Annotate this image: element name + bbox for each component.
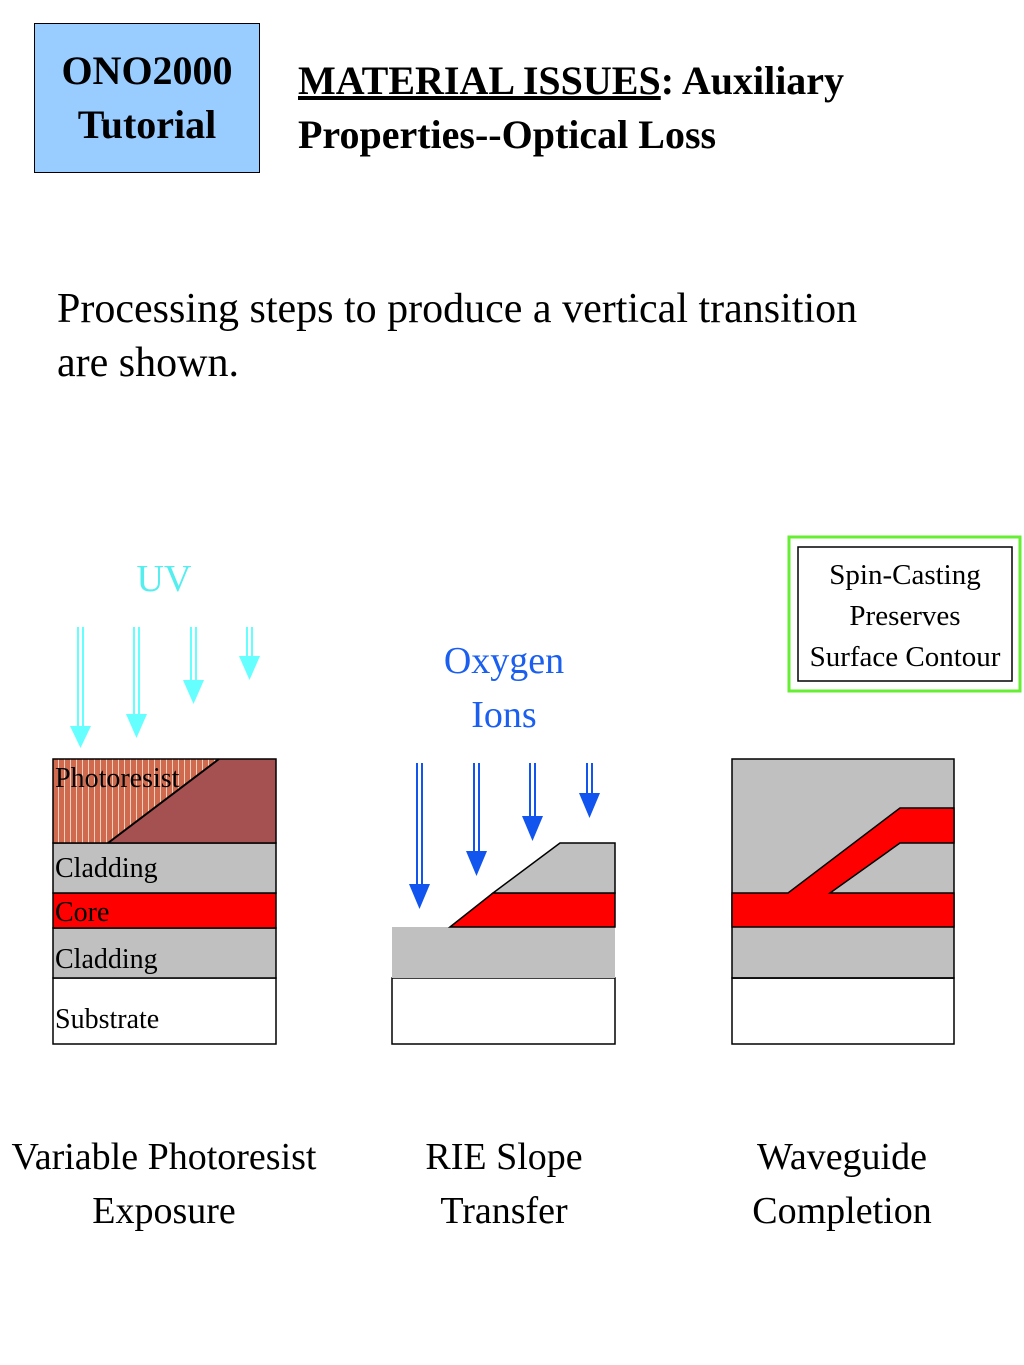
body-line-1: Processing steps to produce a vertical t…: [57, 286, 858, 332]
uv-arrow-3: [183, 627, 204, 704]
photoresist-outline: [52, 758, 277, 844]
oxygen-label: Oxygen: [444, 640, 564, 682]
note-line-1: Spin-Casting: [829, 559, 980, 591]
step1-uv-arrows: [70, 627, 260, 748]
uv-label: UV: [137, 558, 192, 600]
step3-substrate: [731, 977, 955, 1045]
cladding-top-label: Cladding: [55, 853, 158, 884]
uv-arrow-4: [239, 627, 260, 680]
step2-sloped-cladding: [490, 842, 616, 894]
title-underlined: MATERIAL ISSUES: [298, 58, 661, 103]
step2-sloped-core: [447, 892, 616, 928]
step2-stack: [391, 842, 616, 1045]
step1-caption-line-2: Exposure: [92, 1190, 236, 1232]
ion-arrow-3: [522, 763, 543, 841]
photoresist-exposed-region: [53, 759, 219, 843]
step3-caption-line-2: Completion: [752, 1190, 932, 1232]
note-line-2: Preserves: [849, 600, 960, 632]
ion-arrow-2: [466, 763, 487, 876]
uv-arrow-1: [70, 627, 91, 748]
note-inner-border: [797, 546, 1013, 682]
spin-casting-note: [787, 535, 1022, 693]
body-line-2: are shown.: [57, 340, 239, 386]
step2-caption: RIE Slope Transfer: [384, 1130, 624, 1238]
uv-arrow-2: [126, 627, 147, 738]
step3-caption: Waveguide Completion: [722, 1130, 962, 1238]
step1-caption-line-1: Variable Photoresist: [11, 1136, 317, 1178]
tutorial-badge: ONO2000 Tutorial: [34, 23, 260, 173]
cladding-top-layer: [52, 842, 277, 894]
step3-core-transition: [731, 807, 955, 928]
title-line-2: Properties--Optical Loss: [298, 112, 717, 157]
step2-caption-line-1: RIE Slope: [425, 1136, 583, 1178]
cladding-bottom-layer: [52, 927, 277, 979]
step2-caption-line-2: Transfer: [440, 1190, 568, 1232]
cladding-bottom-label: Cladding: [55, 944, 158, 975]
step1-caption: Variable Photoresist Exposure: [4, 1130, 324, 1238]
badge-line-1: ONO2000: [61, 48, 233, 93]
step3-stack: [731, 758, 955, 1045]
substrate-layer: [52, 977, 277, 1045]
step2-ion-arrows: [409, 763, 600, 909]
step2-substrate: [391, 977, 616, 1045]
exposure-boundary: [107, 758, 220, 844]
badge-line-2: Tutorial: [77, 102, 217, 147]
ions-label: Ions: [471, 694, 536, 736]
ion-arrow-4: [579, 763, 600, 818]
title-rest: : Auxiliary: [660, 58, 845, 103]
photoresist-unexposed-region: [108, 759, 276, 843]
body-text: Processing steps to produce a vertical t…: [57, 282, 997, 390]
core-label: Core: [55, 897, 109, 928]
step1-stack: [52, 758, 277, 1045]
step3-caption-line-1: Waveguide: [757, 1136, 927, 1178]
ion-arrow-1: [409, 763, 430, 909]
slide-title: MATERIAL ISSUES: Auxiliary Properties--O…: [298, 54, 1008, 162]
step2-bottom-cladding: [392, 927, 615, 978]
photoresist-label: Photoresist: [55, 763, 180, 794]
substrate-label: Substrate: [55, 1004, 159, 1035]
core-layer: [52, 892, 277, 929]
note-line-3: Surface Contour: [810, 641, 1001, 673]
